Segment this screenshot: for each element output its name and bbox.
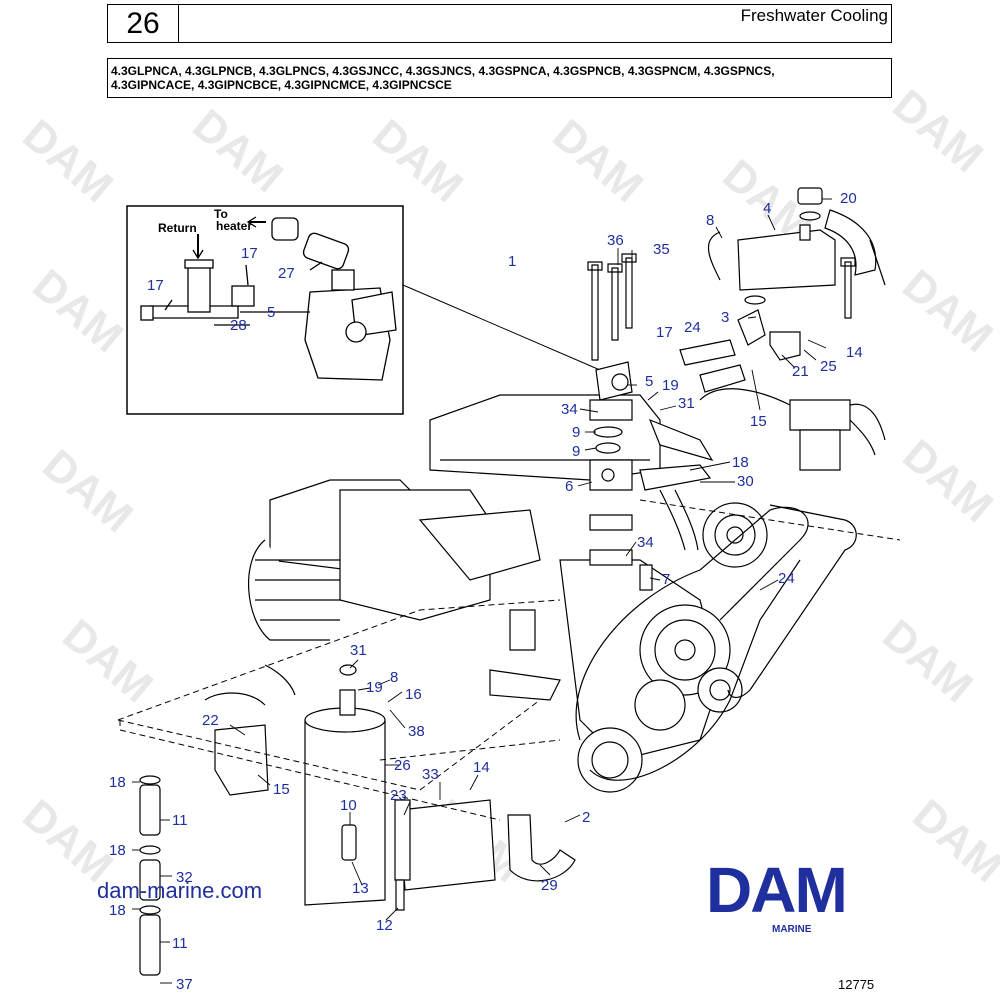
callout-14: 14 (846, 344, 863, 361)
callout-9-second: 9 (572, 443, 580, 460)
engine-assembly (139, 187, 886, 976)
callout-24: 24 (684, 319, 701, 336)
callout-27: 27 (278, 265, 295, 282)
svg-text:DAM: DAM (14, 790, 122, 892)
svg-text:DAM: DAM (884, 80, 992, 182)
callout-1: 1 (508, 253, 516, 270)
assembly-outline (117, 499, 901, 821)
reference-number: 12775 (838, 977, 875, 992)
callout-3: 3 (721, 309, 729, 326)
svg-text:DAM: DAM (904, 790, 1000, 892)
callout-16: 16 (405, 686, 422, 703)
callout-21: 21 (792, 363, 809, 380)
callout-20: 20 (840, 190, 857, 207)
callout-24-second: 24 (778, 570, 795, 587)
callout-34: 34 (561, 401, 578, 418)
callout-8: 8 (706, 212, 714, 229)
callout-31: 31 (678, 395, 695, 412)
callout-labels: 1 36 35 8 4 20 3 17 24 14 25 21 15 5 19 … (109, 190, 863, 993)
svg-text:DAM: DAM (874, 610, 982, 712)
callout-29: 29 (541, 877, 558, 894)
callout-7: 7 (662, 571, 670, 588)
callout-8-lower: 8 (390, 669, 398, 686)
callout-25: 25 (820, 358, 837, 375)
header-bar: 26 Freshwater Cooling (107, 4, 892, 43)
callout-17-inset-right: 17 (241, 245, 258, 262)
callout-35: 35 (653, 241, 670, 258)
callout-9: 9 (572, 424, 580, 441)
to-heater-label-2: heater (216, 219, 252, 233)
callout-14-lower: 14 (473, 759, 490, 776)
marine-logo-text: MARINE (772, 924, 812, 935)
website-url: dam-marine.com (97, 878, 263, 903)
svg-text:DAM: DAM (54, 610, 162, 712)
inset-leader (402, 284, 601, 371)
svg-text:DAM: DAM (364, 110, 472, 212)
callout-17-inset-left: 17 (147, 277, 164, 294)
callout-10: 10 (340, 797, 357, 814)
callout-6: 6 (565, 478, 573, 495)
callout-38: 38 (408, 723, 425, 740)
callout-5-inset: 5 (267, 304, 275, 321)
callout-18: 18 (732, 454, 749, 471)
callout-28: 28 (230, 317, 247, 334)
callout-2: 2 (582, 809, 590, 826)
svg-text:DAM: DAM (24, 260, 132, 362)
callout-11-a: 11 (172, 812, 188, 829)
callout-34-second: 34 (637, 534, 654, 551)
svg-text:DAM: DAM (894, 430, 1000, 532)
callout-18-b: 18 (109, 842, 126, 859)
callout-15: 15 (750, 413, 767, 430)
callout-17: 17 (656, 324, 673, 341)
svg-text:DAM: DAM (34, 440, 142, 542)
section-number: 26 (108, 5, 179, 42)
svg-text:DAM: DAM (184, 100, 292, 202)
callout-23: 23 (390, 787, 407, 804)
callout-13: 13 (352, 880, 369, 897)
svg-text:DAM: DAM (544, 110, 652, 212)
dam-logo: DAM (706, 854, 848, 926)
callout-19-lower: 19 (366, 679, 383, 696)
callout-15-lower: 15 (273, 781, 290, 798)
callout-33: 33 (422, 766, 439, 783)
to-heater-label: To (214, 207, 228, 221)
callout-37: 37 (176, 976, 193, 993)
callout-22: 22 (202, 712, 219, 729)
callout-18-a: 18 (109, 774, 126, 791)
callout-11-b: 11 (172, 935, 188, 952)
callout-31-lower: 31 (350, 642, 367, 659)
callout-32: 32 (176, 869, 193, 886)
page-title: Freshwater Cooling (740, 6, 888, 25)
callout-18-c: 18 (109, 902, 126, 919)
callout-4: 4 (763, 200, 771, 217)
svg-text:DAM: DAM (14, 110, 122, 212)
callout-19: 19 (662, 377, 679, 394)
callout-12: 12 (376, 917, 393, 934)
svg-text:DAM: DAM (894, 260, 1000, 362)
callout-5: 5 (645, 373, 653, 390)
model-list-line-2: 4.3GIPNCACE, 4.3GIPNCBCE, 4.3GIPNCMCE, 4… (111, 78, 452, 92)
callout-36: 36 (607, 232, 624, 249)
return-label: Return (158, 221, 197, 235)
callout-30: 30 (737, 473, 754, 490)
model-list-line-1: 4.3GLPNCA, 4.3GLPNCB, 4.3GLPNCS, 4.3GSJN… (111, 64, 775, 78)
model-list: 4.3GLPNCA, 4.3GLPNCB, 4.3GLPNCS, 4.3GSJN… (107, 58, 892, 98)
inset-detail (126, 205, 404, 415)
leader-lines (132, 198, 832, 984)
callout-26: 26 (394, 757, 411, 774)
